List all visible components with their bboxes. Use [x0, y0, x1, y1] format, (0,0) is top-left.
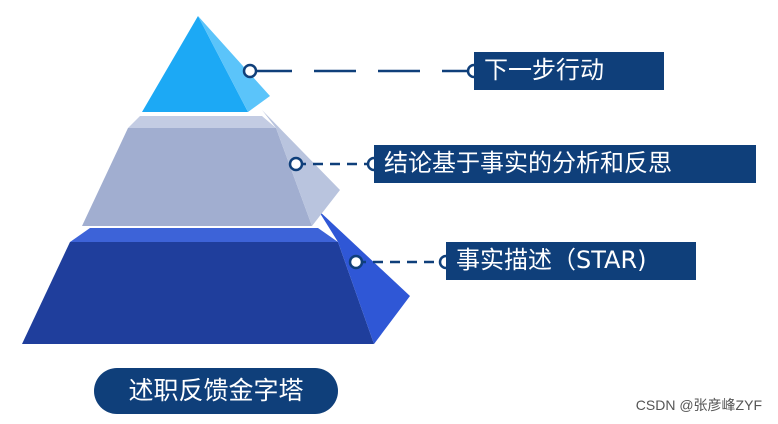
connector-start-dot-3 — [348, 254, 364, 270]
pyramid-tier-middle-front — [82, 128, 312, 226]
connector-start-dot-1 — [242, 63, 258, 79]
csdn-watermark: CSDN @张彦峰ZYF — [635, 397, 762, 413]
pyramid-tier-top-side — [198, 16, 270, 112]
diagram-title: 述职反馈金字塔 — [94, 368, 338, 414]
level-label-fact-description: 事实描述（STAR) — [446, 242, 696, 280]
pyramid-tier-bottom-front — [22, 242, 374, 344]
level-label-analysis-reflection: 结论基于事实的分析和反思 — [374, 145, 756, 183]
pyramid-tier-bottom-top-face — [70, 228, 338, 242]
connector-start-dot-2 — [288, 156, 304, 172]
pyramid-tier-top-front — [142, 16, 248, 112]
pyramid-tier-bottom-side — [318, 210, 410, 344]
level-label-next-action: 下一步行动 — [474, 52, 664, 90]
pyramid-tier-middle-top-face — [128, 116, 276, 128]
